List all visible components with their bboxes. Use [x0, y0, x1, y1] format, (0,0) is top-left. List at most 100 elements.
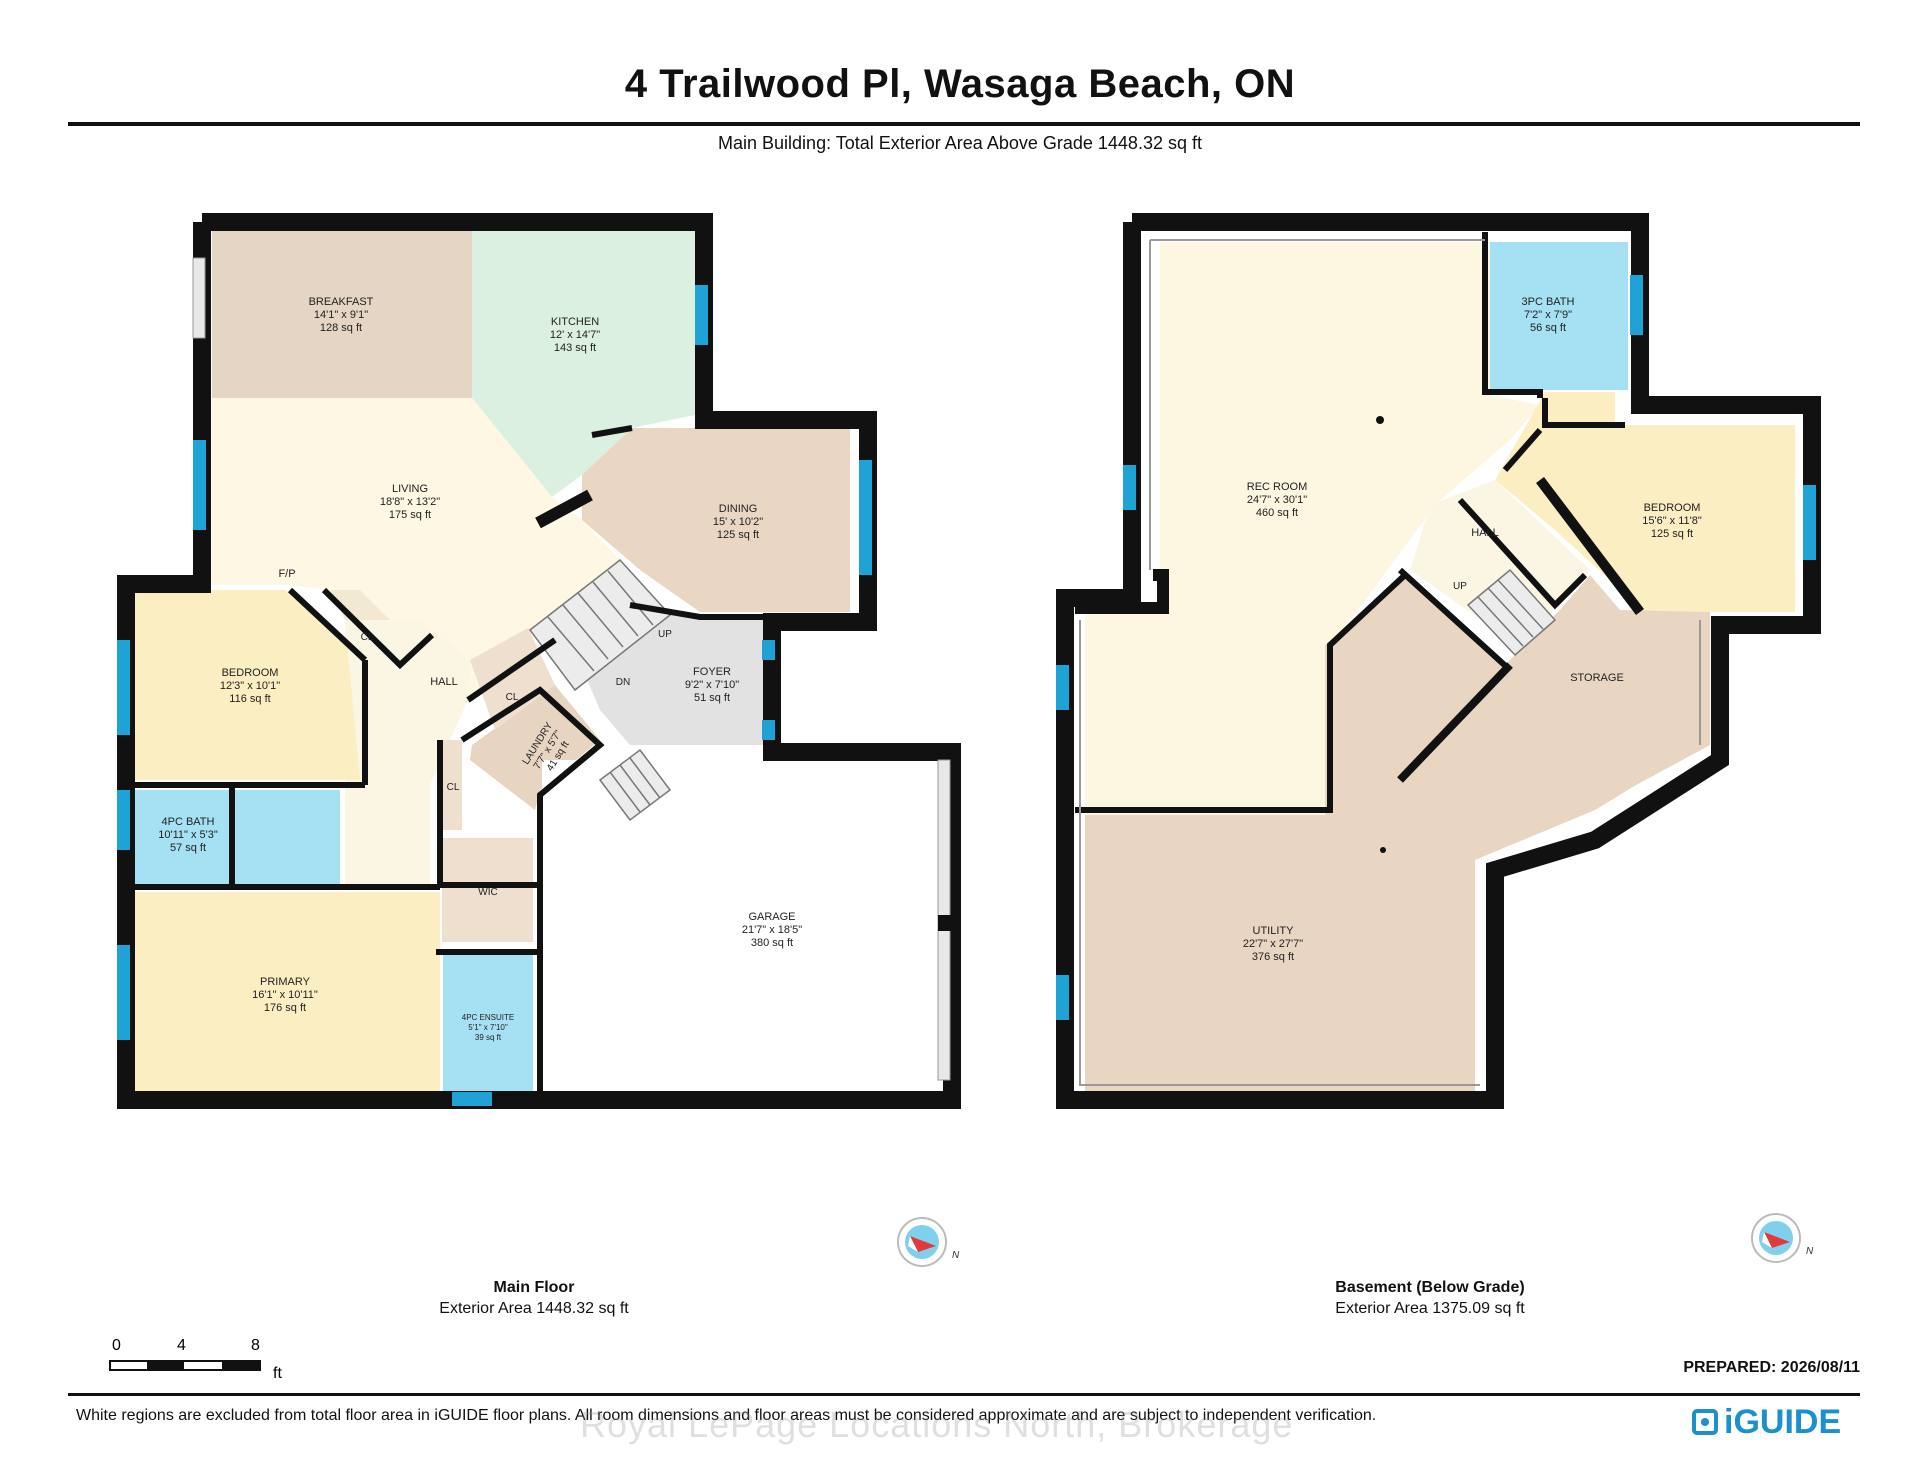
ensuite-name: 4PC ENSUITE — [462, 1013, 514, 1022]
bath-dims: 10'11" x 5'3" — [158, 829, 218, 841]
storage-room — [1470, 610, 1710, 855]
living-area: 175 sq ft — [389, 509, 431, 521]
primary-dims: 16'1" x 10'11" — [252, 989, 318, 1001]
fireplace-label: F/P — [278, 568, 295, 580]
basement-windows — [1056, 275, 1816, 1020]
brokerage-watermark: Royal LePage Locations North, Brokerage — [580, 1404, 1294, 1445]
garage-dims: 21'7" x 18'5" — [742, 924, 802, 936]
kitchen-area: 143 sq ft — [554, 342, 596, 354]
rec-dims: 24'7" x 30'1" — [1247, 494, 1307, 506]
main-exterior-walls — [117, 213, 961, 1109]
living-room — [212, 398, 620, 785]
basement-bedroom-area: 125 sq ft — [1651, 528, 1693, 540]
closet-2-label: CL — [506, 692, 519, 703]
basement-bath-name: 3PC BATH — [1522, 296, 1575, 308]
scale-tick-8: 8 — [251, 1337, 260, 1354]
living-name: LIVING — [392, 483, 428, 495]
main-windows — [117, 285, 872, 1106]
basement-bedroom-name: BEDROOM — [1644, 502, 1701, 514]
main-stairs-up-label: UP — [658, 629, 672, 640]
bath-name: 4PC BATH — [162, 816, 215, 828]
basement-bedroom — [1495, 392, 1795, 612]
compass-main: N — [897, 1217, 960, 1267]
bedroom-name: BEDROOM — [222, 667, 279, 679]
camera-icon — [1692, 1409, 1718, 1435]
compass-basement: N — [1751, 1213, 1814, 1263]
dining-dims: 15' x 10'2" — [713, 516, 763, 528]
dining-area: 125 sq ft — [717, 529, 759, 541]
basement-hall — [1410, 480, 1590, 640]
bath-room — [135, 790, 340, 885]
scale-tick-4: 4 — [177, 1337, 186, 1354]
scale-bar: 0 4 8 ft — [109, 1337, 282, 1382]
scale-unit: ft — [273, 1365, 282, 1382]
rec-name: REC ROOM — [1247, 481, 1308, 493]
basement-caption: Basement (Below Grade) Exterior Area 137… — [1280, 1277, 1580, 1319]
foyer-dims: 9'2" x 7'10" — [685, 679, 739, 691]
utility-name: UTILITY — [1253, 925, 1295, 937]
rec-room-left — [1085, 605, 1165, 815]
basement-bath-area: 56 sq ft — [1530, 322, 1566, 334]
wic-label: WIC — [478, 887, 497, 898]
breakfast-area: 128 sq ft — [320, 322, 362, 334]
main-stairs-down-label: DN — [616, 677, 630, 688]
closet-3 — [440, 740, 462, 830]
closet-1-label: CL — [361, 632, 374, 643]
primary-room — [135, 892, 440, 1092]
breakfast-room — [212, 230, 472, 398]
compass-basement-north: N — [1806, 1246, 1814, 1257]
main-hall-label: HALL — [430, 676, 458, 688]
basement-hall-label: HALL — [1471, 527, 1499, 539]
rec-room-marker — [1376, 416, 1384, 424]
breakfast-dims: 14'1" x 9'1" — [314, 309, 368, 321]
ensuite-dims: 5'1" x 7'10" — [468, 1023, 508, 1032]
kitchen-dims: 12' x 14'7" — [550, 329, 600, 341]
basement-interior-walls — [1075, 232, 1644, 813]
storage-label: STORAGE — [1570, 672, 1624, 684]
utility-dims: 22'7" x 27'7" — [1243, 938, 1303, 950]
utility-marker — [1380, 847, 1386, 853]
bedroom-dims: 12'3" x 10'1" — [220, 680, 280, 692]
scale-tick-0: 0 — [112, 1337, 121, 1354]
basement-bath-dims: 7'2" x 7'9" — [1524, 309, 1572, 321]
foyer-area: 51 sq ft — [694, 692, 730, 704]
prepared-date: PREPARED: 2026/08/11 — [1683, 1359, 1860, 1376]
living-dims: 18'8" x 13'2" — [380, 496, 440, 508]
iguide-logo[interactable]: iGUIDE — [1692, 1402, 1841, 1442]
basement-thin-walls — [1079, 239, 1701, 1086]
bath-area: 57 sq ft — [170, 842, 206, 854]
garage-name: GARAGE — [748, 911, 795, 923]
closet-3-label: CL — [447, 782, 460, 793]
dining-name: DINING — [719, 503, 758, 515]
utility-area: 376 sq ft — [1252, 951, 1294, 963]
bedroom-area: 116 sq ft — [229, 693, 270, 705]
primary-name: PRIMARY — [260, 976, 311, 988]
main-floor-name: Main Floor — [493, 1279, 575, 1296]
footer-divider — [68, 1393, 1860, 1396]
garage-post — [938, 915, 954, 931]
basement-area: Exterior Area 1375.09 sq ft — [1335, 1300, 1525, 1317]
ensuite-room — [443, 952, 533, 1092]
page-subtitle: Main Building: Total Exterior Area Above… — [718, 133, 1202, 153]
primary-area: 176 sq ft — [264, 1002, 306, 1014]
garage-room — [542, 760, 940, 1092]
ensuite-area: 39 sq ft — [475, 1033, 502, 1042]
disclaimer-text: White regions are excluded from total fl… — [76, 1407, 1377, 1424]
main-stairs — [528, 558, 672, 822]
basement-stairs — [1466, 568, 1557, 657]
rec-room — [1085, 242, 1540, 815]
